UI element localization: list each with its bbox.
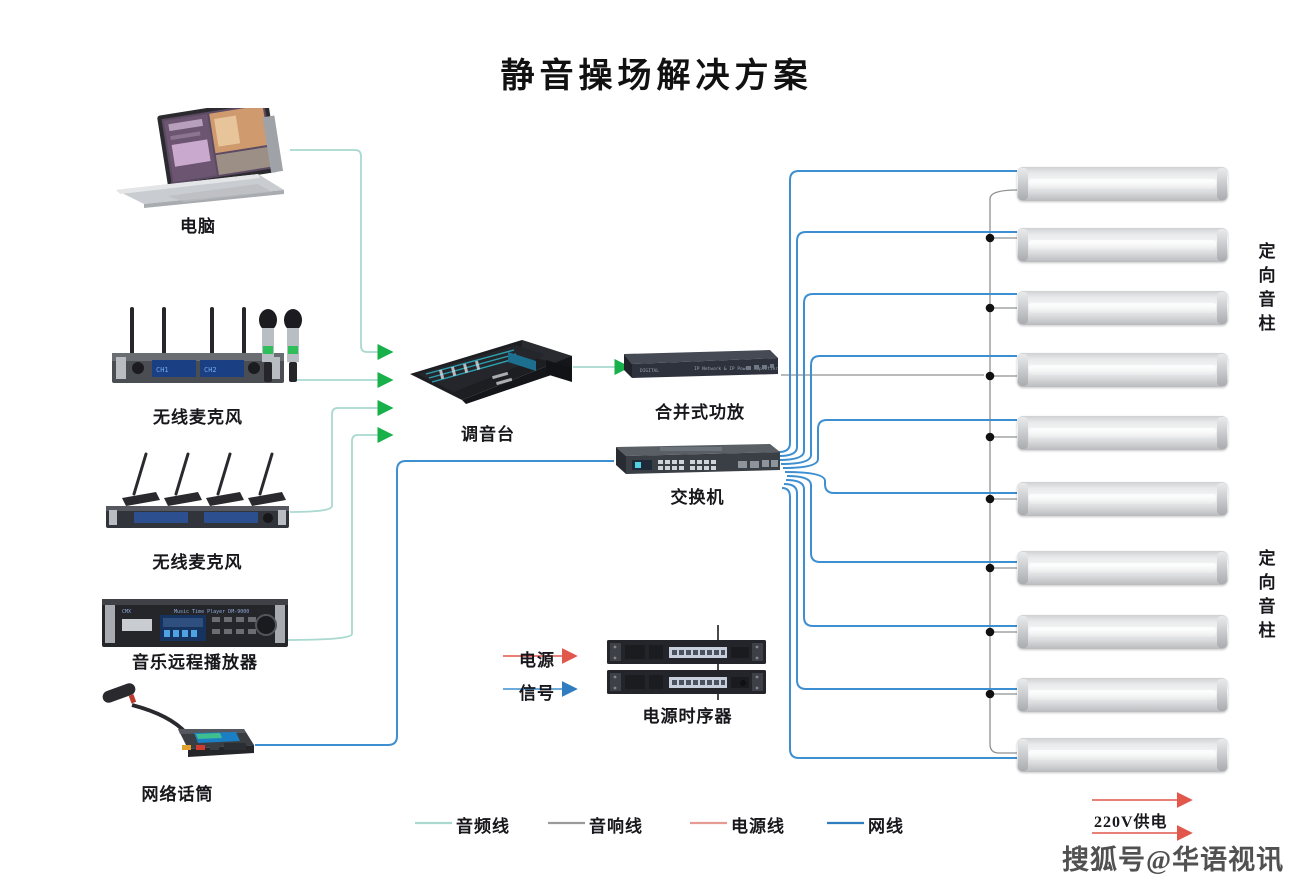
caption-amplifier: 合并式功放: [655, 403, 745, 422]
speaker-wire-junctions: [985, 233, 995, 699]
caption-network-microphone: 网络话筒: [141, 785, 214, 804]
speaker-column[interactable]: [1017, 228, 1228, 262]
network-mic-cable: [255, 460, 614, 746]
caption-power-sequencer: 电源时序器: [642, 707, 733, 726]
device-handheld-microphones[interactable]: [255, 308, 307, 386]
device-mixer[interactable]: [396, 334, 576, 406]
network-cables-to-speakers: [778, 170, 1017, 759]
caption-wireless-mic-handheld: 无线麦克风: [153, 408, 243, 427]
device-wireless-mic-receiver[interactable]: CH1 CH2: [108, 305, 288, 390]
caption-music-player: 音乐远程播放器: [132, 653, 258, 672]
device-network-microphone[interactable]: [96, 683, 262, 763]
speaker-column[interactable]: [1017, 551, 1228, 585]
page-title: 静音操场解决方案: [500, 58, 813, 95]
svg-text:CMX: CMX: [122, 609, 131, 615]
watermark: 搜狐号@华语视讯: [1062, 845, 1285, 875]
speaker-column[interactable]: [1017, 167, 1228, 201]
legend-speaker-cable-label: 音响线: [589, 817, 643, 836]
power-supply-arrows: [1092, 792, 1193, 841]
svg-text:IP Network & IP Power Amplifie: IP Network & IP Power Amplifier: [694, 366, 778, 372]
caption-switch: 交换机: [670, 488, 725, 507]
inner-legend-lines: [503, 648, 578, 697]
device-computer[interactable]: [108, 98, 288, 208]
device-power-sequencer[interactable]: [605, 638, 768, 696]
speaker-column[interactable]: [1017, 615, 1228, 649]
legend-power-cable-label: 电源线: [731, 817, 785, 836]
svg-text:Music Time Player DM-9000: Music Time Player DM-9000: [174, 609, 249, 615]
speaker-column[interactable]: [1017, 416, 1228, 450]
svg-text:CH1: CH1: [156, 366, 169, 374]
legend-network-cable-label: 网线: [868, 817, 904, 836]
legend-audio-cable-label: 音频线: [456, 817, 510, 836]
caption-wireless-mic-conference: 无线麦克风: [152, 553, 243, 572]
device-switch[interactable]: [610, 443, 785, 477]
speaker-column[interactable]: [1017, 291, 1228, 325]
svg-text:CH2: CH2: [204, 366, 217, 374]
inner-legend-signal-label: 信号: [519, 684, 555, 703]
device-music-player[interactable]: CMX Music Time Player DM-9000: [100, 597, 290, 652]
label-speaker-group-lower: 定 向 音 柱: [1258, 549, 1276, 640]
inner-legend-power-label: 电源: [519, 651, 555, 670]
audio-cables: [284, 149, 394, 641]
power-supply-label: 220V供电: [1094, 814, 1168, 831]
svg-text:DIGITAL: DIGITAL: [640, 368, 659, 374]
device-amplifier[interactable]: DIGITAL IP Network & IP Power Amplifier: [620, 348, 780, 380]
speaker-column[interactable]: [1017, 738, 1228, 772]
speaker-wire-bus: [781, 189, 1018, 754]
speaker-column[interactable]: [1017, 482, 1228, 516]
speaker-column[interactable]: [1017, 678, 1228, 712]
device-conference-microphones[interactable]: [100, 448, 295, 533]
speaker-column[interactable]: [1017, 353, 1228, 387]
label-speaker-group-upper: 定 向 音 柱: [1258, 242, 1276, 333]
caption-computer: 电脑: [180, 217, 216, 236]
caption-mixer: 调音台: [461, 425, 515, 444]
